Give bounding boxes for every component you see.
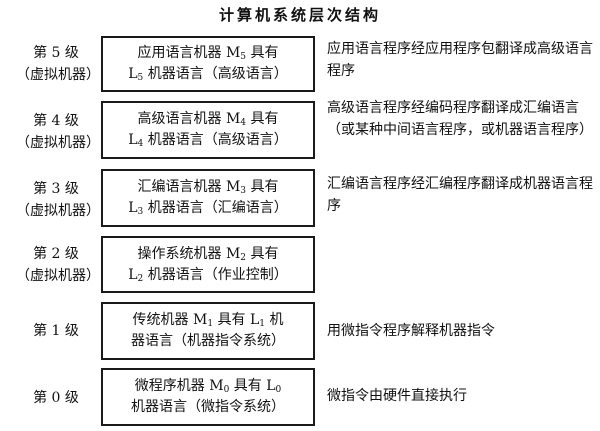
- level-5-label-type: （虚拟机器）: [16, 67, 100, 83]
- level-2-label-number: 第 2 级: [33, 246, 79, 262]
- level-4-label-number: 第 4 级: [33, 113, 79, 129]
- level-4-label: 第 4 级 （虚拟机器）: [16, 110, 100, 154]
- level-2-box-line1: 操作系统机器 M2 具有: [137, 245, 279, 263]
- level-4-box-line2: L4 机器语言（高级语言）: [128, 132, 288, 149]
- level-2-box-line2: L2 机器语言（作业控制）: [128, 266, 288, 284]
- level-3-box-line1: 汇编语言机器 M3 具有: [137, 179, 279, 196]
- level-3-label-number: 第 3 级: [33, 181, 79, 197]
- level-4-box: 高级语言机器 M4 具有 L4 机器语言（高级语言）: [101, 101, 315, 159]
- level-0-box: 微程序机器 M0 具有 L0 机器语言（微指令系统）: [101, 368, 315, 426]
- level-3-label: 第 3 级 （虚拟机器）: [16, 178, 100, 222]
- level-5-label-number: 第 5 级: [33, 45, 79, 61]
- level-0-box-line2: 机器语言（微指令系统）: [131, 399, 285, 415]
- level-3-box: 汇编语言机器 M3 具有 L3 机器语言（汇编语言）: [101, 169, 315, 227]
- level-3-label-type: （虚拟机器）: [16, 203, 100, 219]
- level-1-box: 传统机器 M1 具有 L1 机 器语言（机器指令系统）: [101, 302, 315, 360]
- level-5-box: 应用语言机器 M5 具有 L5 机器语言（高级语言）: [101, 36, 315, 92]
- level-0-label-number: 第 0 级: [33, 390, 79, 406]
- level-4-box-line1: 高级语言机器 M4 具有: [137, 111, 279, 128]
- level-4-description: 高级语言程序经编码程序翻译成汇编语言（或某种中间语言程序，或机器语言程序）: [327, 100, 593, 138]
- level-2-label: 第 2 级 （虚拟机器）: [16, 243, 100, 287]
- level-2-label-type: （虚拟机器）: [16, 268, 100, 284]
- level-1-label-number: 第 1 级: [33, 323, 79, 339]
- level-3-description: 汇编语言程序经汇编程序翻译成机器语言程序: [327, 176, 593, 214]
- level-4-label-type: （虚拟机器）: [16, 135, 100, 151]
- level-1-box-line1: 传统机器 M1 具有 L1 机: [132, 312, 284, 329]
- level-1-box-line2: 器语言（机器指令系统）: [131, 333, 285, 349]
- level-1-description: 用微指令程序解释机器指令: [327, 323, 495, 339]
- level-5-box-line2: L5 机器语言（高级语言）: [128, 66, 288, 83]
- level-5-label: 第 5 级 （虚拟机器）: [16, 42, 100, 86]
- level-2-box: 操作系统机器 M2 具有 L2 机器语言（作业控制）: [101, 236, 315, 293]
- level-1-label: 第 1 级: [16, 320, 96, 342]
- level-3-box-line2: L3 机器语言（汇编语言）: [128, 200, 288, 217]
- level-5-box-line1: 应用语言机器 M5 具有: [137, 45, 279, 62]
- level-0-label: 第 0 级: [16, 387, 96, 409]
- diagram-title: 计算机系统层次结构: [218, 6, 381, 24]
- level-0-description: 微指令由硬件直接执行: [327, 388, 467, 404]
- level-0-box-line1: 微程序机器 M0 具有 L0: [134, 378, 282, 395]
- level-5-description: 应用语言程序经应用程序包翻译成高级语言程序: [327, 41, 593, 79]
